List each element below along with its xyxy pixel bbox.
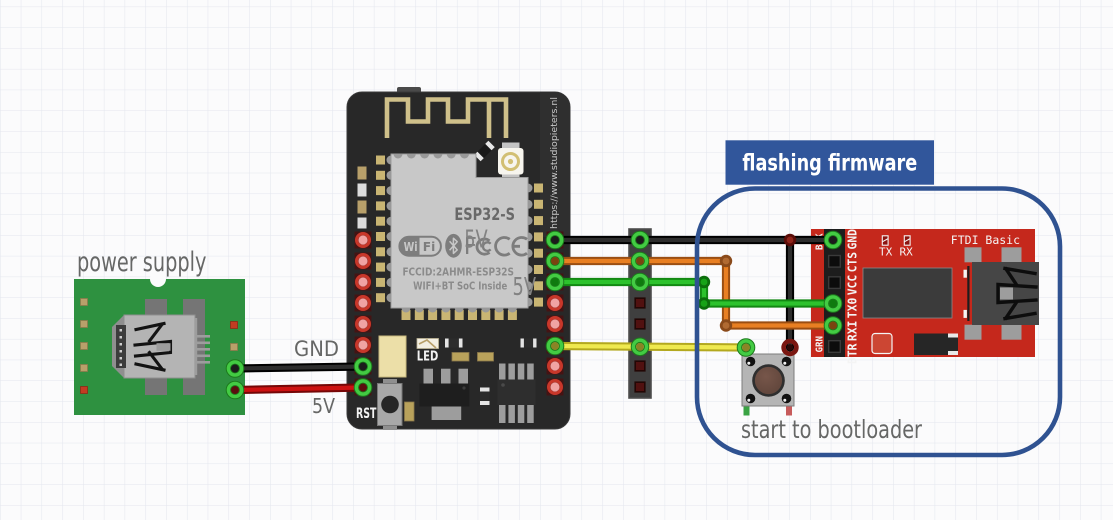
ftdi-pin-label: DTR <box>846 343 860 364</box>
esp32-rst-button[interactable] <box>377 379 403 430</box>
esp32-module-pads-left <box>376 155 391 303</box>
ce-logo-icon <box>494 236 528 257</box>
flashing-firmware-title: flashing firmware <box>742 148 917 176</box>
esp32-module <box>390 153 529 309</box>
svg-text:F: F <box>464 234 477 260</box>
esp32-pin-label-5v-b: 5V <box>513 272 537 301</box>
ftdi-rx-label: RX <box>900 246 914 259</box>
esp32-module-pads-bottom <box>401 308 517 320</box>
ftdi-chip <box>862 267 953 319</box>
ftdi-edge-label-grn: GRN <box>815 336 826 353</box>
ftdi-tx-led <box>881 235 889 246</box>
fcc-logo-icon: F <box>464 234 492 260</box>
5v-wire-label: 5V <box>312 394 335 418</box>
power-supply-left-pads <box>80 298 88 394</box>
esp32-url: https://www.studiopieters.nl <box>549 97 560 229</box>
ftdi-crystal <box>871 332 893 355</box>
esp32-antenna <box>384 97 509 138</box>
esp32-antenna-capacitor <box>474 140 495 162</box>
esp32-cam-board[interactable]: ESP32-S Wi Fi F 5V 5V FCCID:2AHMR-ESP32S <box>346 87 571 430</box>
esp32-soc-text: WIFI+BT SoC Inside <box>413 280 507 292</box>
ftdi-tx-label: TX <box>879 246 893 259</box>
flashing-firmware-box <box>694 186 1063 458</box>
esp32-bottom-components <box>377 335 537 430</box>
gnd-wire-label: GND <box>294 337 339 362</box>
esp32-pin-label-5v-a: 5V <box>464 224 488 253</box>
esp32-led-label: LED <box>417 350 439 365</box>
ftdi-pin-label: RXI <box>846 321 860 342</box>
power-supply-usb-connector <box>112 299 210 395</box>
pin-header-strip[interactable] <box>628 228 652 399</box>
esp32-flash-chip <box>497 363 536 423</box>
esp32-module-pads-top <box>393 154 469 159</box>
svg-text:Wi: Wi <box>404 240 418 254</box>
esp32-module-name: ESP32-S <box>454 205 515 225</box>
wifi-logo-icon: Wi Fi <box>398 235 442 257</box>
esp32-module-pads-right <box>528 183 543 307</box>
esp32-regulator <box>419 368 470 420</box>
power-supply-label: power supply <box>77 247 206 278</box>
flashing-firmware-title-bg <box>725 140 934 185</box>
ftdi-capacitor <box>914 333 958 355</box>
power-supply-board[interactable] <box>74 271 245 415</box>
power-supply-right-pads <box>230 321 238 351</box>
ftdi-rx-led <box>903 235 911 246</box>
ftdi-title: FTDI Basic <box>951 233 1020 247</box>
ftdi-pin-label: CTS <box>846 252 860 273</box>
ftdi-pin-label: TX0 <box>846 298 860 319</box>
bootloader-button-label: start to bootloader <box>741 415 923 444</box>
svg-text:Fi: Fi <box>423 240 436 254</box>
wires[interactable] <box>225 230 843 400</box>
bootloader-button[interactable] <box>741 353 795 416</box>
esp32-fccid: FCCID:2AHMR-ESP32S <box>402 266 514 278</box>
ftdi-pin-label: GND <box>846 229 860 250</box>
ftdi-pin-label: VCC <box>846 275 860 296</box>
esp32-left-components <box>357 166 367 229</box>
esp32-rst-label: RST <box>356 406 377 422</box>
ftdi-usb-connector <box>963 247 1039 340</box>
bluetooth-logo-icon <box>445 233 462 258</box>
